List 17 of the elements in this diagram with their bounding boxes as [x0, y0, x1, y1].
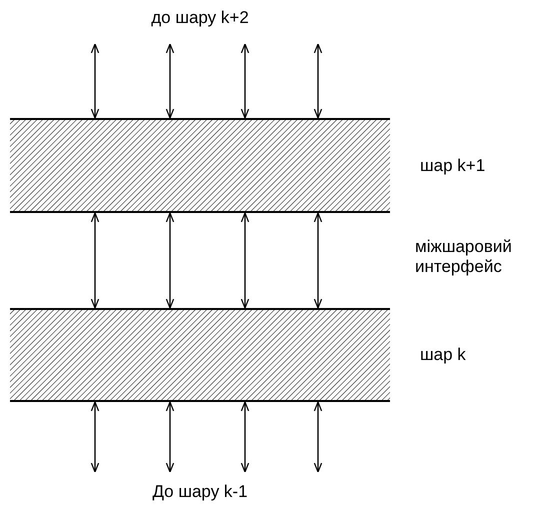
double-arrow: [240, 401, 250, 473]
double-arrow: [166, 43, 174, 119]
double-arrow: [166, 212, 174, 309]
double-arrow: [240, 43, 250, 119]
layer-label: шар k+1: [420, 156, 486, 176]
double-arrow: [90, 43, 100, 119]
interface-label: міжшаровий интерфейс: [415, 237, 513, 277]
double-arrow: [90, 401, 100, 473]
double-arrow: [240, 212, 250, 309]
double-arrow: [314, 43, 322, 119]
double-arrow: [314, 401, 322, 473]
double-arrow: [166, 401, 174, 473]
double-arrow: [314, 212, 322, 309]
layer-caption: до шару k+2: [150, 8, 250, 28]
layer-label: шар k: [420, 345, 466, 365]
layer-caption: До шару k-1: [151, 482, 249, 502]
double-arrow: [90, 212, 100, 309]
